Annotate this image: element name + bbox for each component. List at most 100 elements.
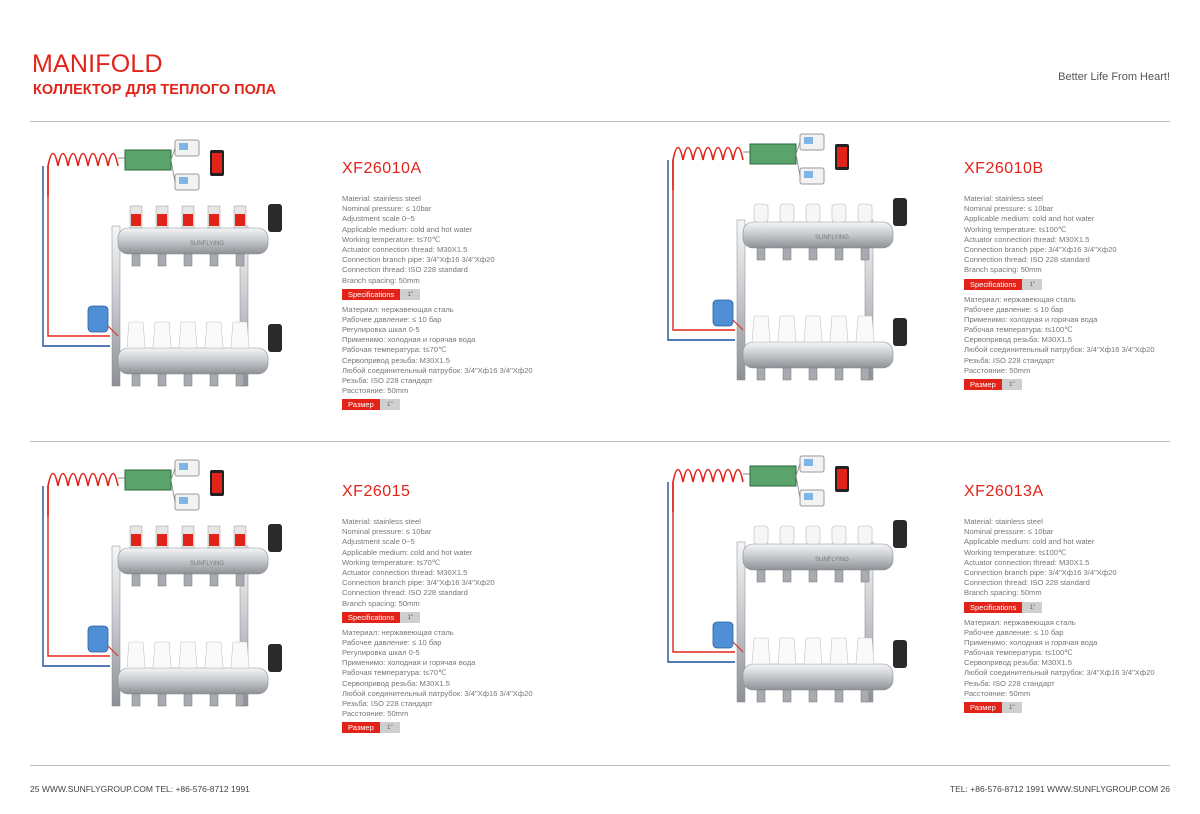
- spec-line: Регулировка шкал 0-5: [342, 325, 420, 335]
- flowmeter-red: [183, 534, 193, 546]
- spec-line: Branch spacing: 50mm: [342, 275, 420, 285]
- outlet-fitting: [209, 373, 219, 387]
- actuator-blue: [87, 305, 109, 333]
- divider-middle: [30, 441, 1170, 442]
- size-row-ru: Размер 1": [342, 399, 533, 411]
- size-value: 1": [1001, 702, 1022, 713]
- outlet-fitting: [183, 373, 193, 387]
- actuator-cap: [230, 321, 250, 349]
- actuator-cap: [178, 641, 198, 669]
- outlet-fitting: [808, 689, 818, 703]
- spec-line: Рабочее давление: ≤ 10 бар: [342, 637, 442, 647]
- return-pipe: [667, 160, 735, 341]
- valve-cap: [779, 203, 795, 223]
- outlet-fitting: [183, 693, 193, 707]
- outlet-fitting: [860, 367, 870, 381]
- size-row-en: Specifications 1": [964, 601, 1155, 613]
- phone-screen: [212, 153, 222, 173]
- model-number: XF26010A: [342, 160, 422, 177]
- outlet-fitting: [157, 253, 167, 267]
- outlet-fitting: [808, 247, 818, 261]
- razmer-tag: Размер: [342, 399, 380, 411]
- razmer-tag: Размер: [342, 722, 380, 734]
- return-manifold-bar: [117, 347, 269, 375]
- actuator-blue: [87, 625, 109, 653]
- specifications-tag: Specifications: [342, 288, 401, 300]
- valve-cap: [753, 525, 769, 545]
- spec-line: Connection branch pipe: 3/4"Xф16 3/4"Xф2…: [964, 244, 1117, 254]
- spec-line: Nominal pressure: ≤ 10bar: [342, 204, 432, 214]
- flowmeter-red: [183, 214, 193, 226]
- size-value: 1": [379, 399, 400, 411]
- spec-line: Сервопривод резьба: M30X1.5: [964, 335, 1072, 345]
- supply-pipe: [672, 160, 735, 331]
- outlet-fitting: [235, 693, 245, 707]
- spec-line: Working temperature: t≤100℃: [964, 224, 1067, 234]
- air-vent: [893, 520, 907, 548]
- spec-line: Applicable medium: cold and hot water: [342, 547, 473, 557]
- spec-line: Расстояние: 50mm: [342, 709, 409, 719]
- actuator-cap: [126, 321, 146, 349]
- spec-line: Connection thread: ISO 228 standard: [342, 588, 468, 598]
- phone-screen: [837, 469, 847, 489]
- spec-line: Connection branch pipe: 3/4"Xф16 3/4"Xф2…: [964, 567, 1117, 577]
- spec-line: Nominal pressure: ≤ 10bar: [964, 527, 1054, 537]
- flowmeter-red: [157, 214, 167, 226]
- actuator-cap: [751, 315, 771, 343]
- outlet-fitting: [782, 569, 792, 583]
- actuator-cap: [829, 637, 849, 665]
- flowmeter-red: [157, 534, 167, 546]
- air-vent: [893, 640, 907, 668]
- supply-pipe: [732, 641, 744, 653]
- outlet-fitting: [756, 689, 766, 703]
- spec-line: Сервопривод резьба: M30X1.5: [964, 658, 1072, 668]
- manifold-image: SUNFLYING: [667, 455, 907, 703]
- outlet-fitting: [834, 689, 844, 703]
- outlet-fitting: [209, 253, 219, 267]
- spec-line: Рабочее давление: ≤ 10 бар: [342, 314, 442, 324]
- spec-line: Резьба: ISO 228 стандарт: [964, 355, 1055, 365]
- bracket: [736, 219, 746, 381]
- actuator-cap: [777, 637, 797, 665]
- spec-line: Actuator connection thread: M30X1.5: [964, 234, 1090, 244]
- size-row-en: Specifications 1": [342, 288, 533, 300]
- spec-line: Branch spacing: 50mm: [342, 598, 420, 608]
- outlet-fitting: [756, 247, 766, 261]
- actuator-cap: [204, 641, 224, 669]
- outlet-fitting: [834, 569, 844, 583]
- spec-line: Working temperature: t≤70℃: [342, 234, 441, 244]
- controller-board: [124, 149, 172, 171]
- outlet-fitting: [235, 373, 245, 387]
- manifold-image: SUNFLYING: [42, 139, 282, 387]
- thermostat-screen: [179, 143, 188, 150]
- spec-line: Рабочая температура: t≤70℃: [342, 668, 447, 678]
- actuator-blue: [712, 299, 734, 327]
- spec-line: Material: stainless steel: [342, 194, 421, 203]
- phone-screen: [837, 147, 847, 167]
- outlet-fitting: [756, 367, 766, 381]
- razmer-tag: Размер: [964, 379, 1002, 390]
- spec-line: Расстояние: 50mm: [964, 365, 1031, 375]
- size-row-ru: Размер 1": [964, 379, 1155, 390]
- supply-pipe: [732, 319, 744, 331]
- spec-line: Branch spacing: 50mm: [964, 588, 1042, 598]
- bracket: [111, 225, 121, 387]
- outlet-fitting: [860, 247, 870, 261]
- spec-line: Сервопривод резьба: M30X1.5: [342, 678, 450, 688]
- valve-cap: [805, 203, 821, 223]
- actuator-cap: [855, 315, 875, 343]
- actuator-cap: [803, 315, 823, 343]
- supply-pipe: [47, 486, 110, 657]
- spec-line: Материал: нержавеющая сталь: [342, 304, 454, 314]
- manifold-image: SUNFLYING: [667, 133, 907, 381]
- spec-line: Connection thread: ISO 228 standard: [964, 255, 1090, 265]
- thermostat-screen: [804, 137, 813, 144]
- supply-pipe: [47, 166, 110, 337]
- thermostat-screen: [179, 497, 188, 504]
- model-number: XF26010B: [964, 160, 1044, 177]
- air-vent: [268, 524, 282, 552]
- outlet-fitting: [235, 253, 245, 267]
- valve-cap: [857, 525, 873, 545]
